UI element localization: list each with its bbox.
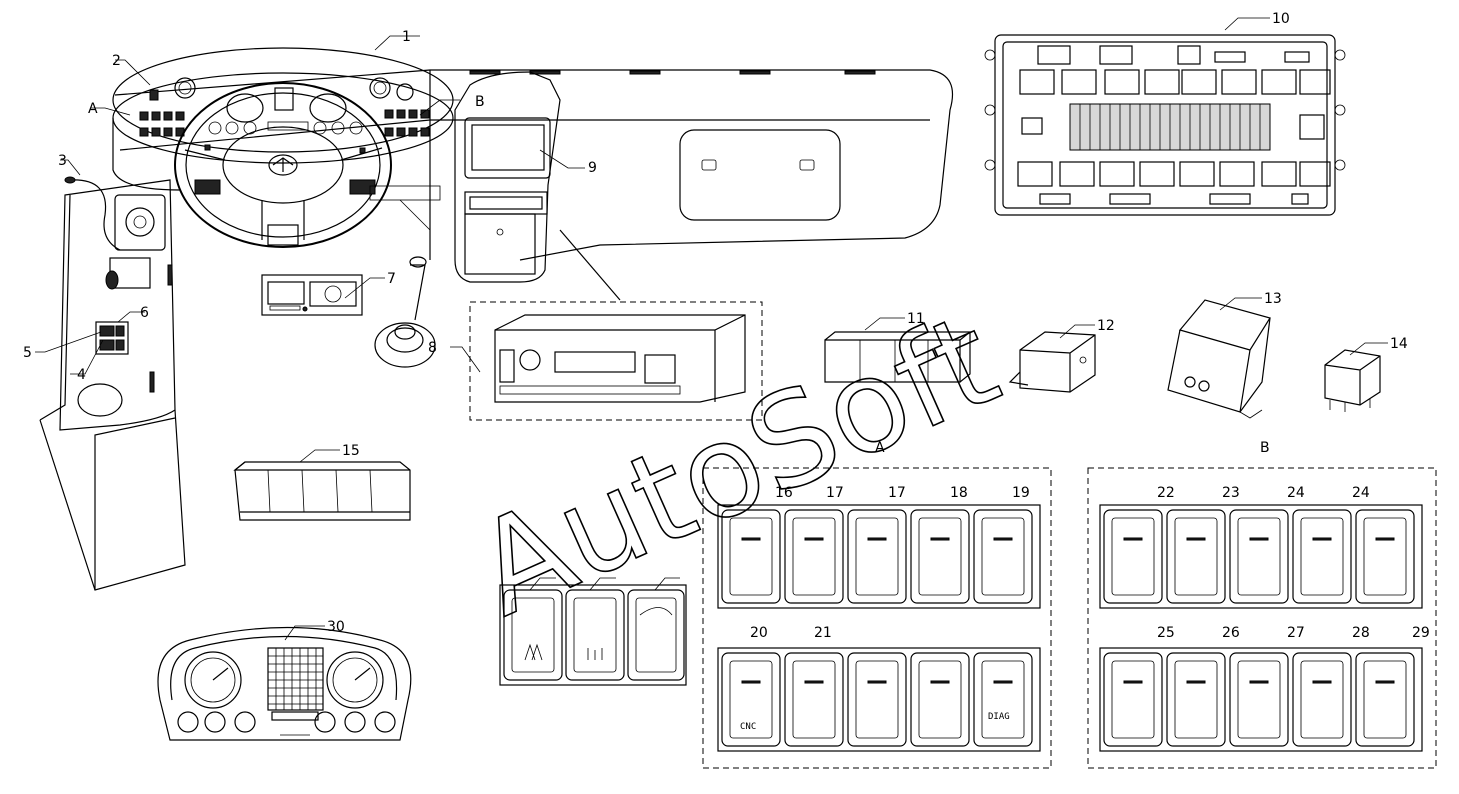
switch-a-top-1 <box>721 509 781 604</box>
callout-23: 23 <box>1222 485 1240 501</box>
callout-20: 20 <box>750 625 768 641</box>
fuse-box <box>984 34 1346 216</box>
callout-25: 25 <box>1157 625 1175 641</box>
callout-4: 4 <box>77 367 86 383</box>
callout-18: 18 <box>950 485 968 501</box>
callout-19: 19 <box>1012 485 1030 501</box>
callout-26: 26 <box>1222 625 1240 641</box>
callout-28: 28 <box>1352 625 1370 641</box>
part-11 <box>824 331 972 383</box>
callout-9: 9 <box>588 160 597 176</box>
callout-14: 14 <box>1390 336 1408 352</box>
switch-b-top-1 <box>1103 509 1163 604</box>
leader-lines <box>35 17 1388 641</box>
switch-symbol-text: CNC <box>740 722 756 732</box>
callout-8: 8 <box>428 340 437 356</box>
switch-group-a <box>702 467 1052 769</box>
switch-cells: CNC DIAG <box>721 509 1415 747</box>
callout-22: 22 <box>1157 485 1175 501</box>
dashboard-assembly <box>39 47 954 591</box>
callout-21: 21 <box>814 625 832 641</box>
callout-29: 29 <box>1412 625 1430 641</box>
part-12 <box>1008 331 1096 393</box>
callout-6: 6 <box>140 305 149 321</box>
callout-16: 16 <box>775 485 793 501</box>
switch-group-small <box>499 584 687 686</box>
switch-b-top-5 <box>1355 509 1415 604</box>
switch-group-b <box>1087 467 1437 769</box>
side-label-b: B <box>475 94 485 110</box>
callout-24: 24 <box>1287 485 1305 501</box>
switch-a-bottom-1: CNC <box>721 652 781 747</box>
switch-b-bottom-3 <box>1229 652 1289 747</box>
callout-3: 3 <box>58 153 67 169</box>
radio-unit <box>469 229 763 421</box>
switch-b-bottom-1 <box>1103 652 1163 747</box>
callout-17: 17 <box>888 485 906 501</box>
switch-b-bottom-5 <box>1355 652 1415 747</box>
callout-10: 10 <box>1272 11 1290 27</box>
switch-a-bottom-4 <box>910 652 970 747</box>
switch-panel-b <box>384 109 430 137</box>
switch-a-bottom-3 <box>847 652 907 747</box>
callout-11: 11 <box>907 311 925 327</box>
switch-b-bottom-2 <box>1166 652 1226 747</box>
part-13 <box>1167 299 1271 419</box>
group-label-b: B <box>1260 440 1270 456</box>
callout-13: 13 <box>1264 291 1282 307</box>
switch-symbol-text: DIAG <box>988 712 1010 722</box>
callout-2: 2 <box>112 53 121 69</box>
callout-30: 30 <box>327 619 345 635</box>
switch-a-bottom-2 <box>784 652 844 747</box>
callout-1: 1 <box>402 29 411 45</box>
callout-15: 15 <box>342 443 360 459</box>
switch-a-top-5 <box>973 509 1033 604</box>
switch-a-bottom-5: DIAG <box>973 652 1033 747</box>
instrument-cluster <box>157 626 412 741</box>
switch-a-top-2 <box>784 509 844 604</box>
group-label-a: A <box>875 440 885 456</box>
side-label-a: A <box>88 101 98 117</box>
switch-b-top-3 <box>1229 509 1289 604</box>
switch-b-bottom-4 <box>1292 652 1352 747</box>
switch-b-top-4 <box>1292 509 1352 604</box>
callout-24: 24 <box>1352 485 1370 501</box>
part-15 <box>233 461 411 521</box>
callout-12: 12 <box>1097 318 1115 334</box>
switch-a-top-4 <box>910 509 970 604</box>
switch-b-top-2 <box>1166 509 1226 604</box>
part-14 <box>1324 349 1381 412</box>
callout-27: 27 <box>1287 625 1305 641</box>
callout-7: 7 <box>387 271 396 287</box>
callout-17: 17 <box>826 485 844 501</box>
switch-a-top-3 <box>847 509 907 604</box>
switch-panel-a <box>139 89 185 137</box>
callout-5: 5 <box>23 345 32 361</box>
